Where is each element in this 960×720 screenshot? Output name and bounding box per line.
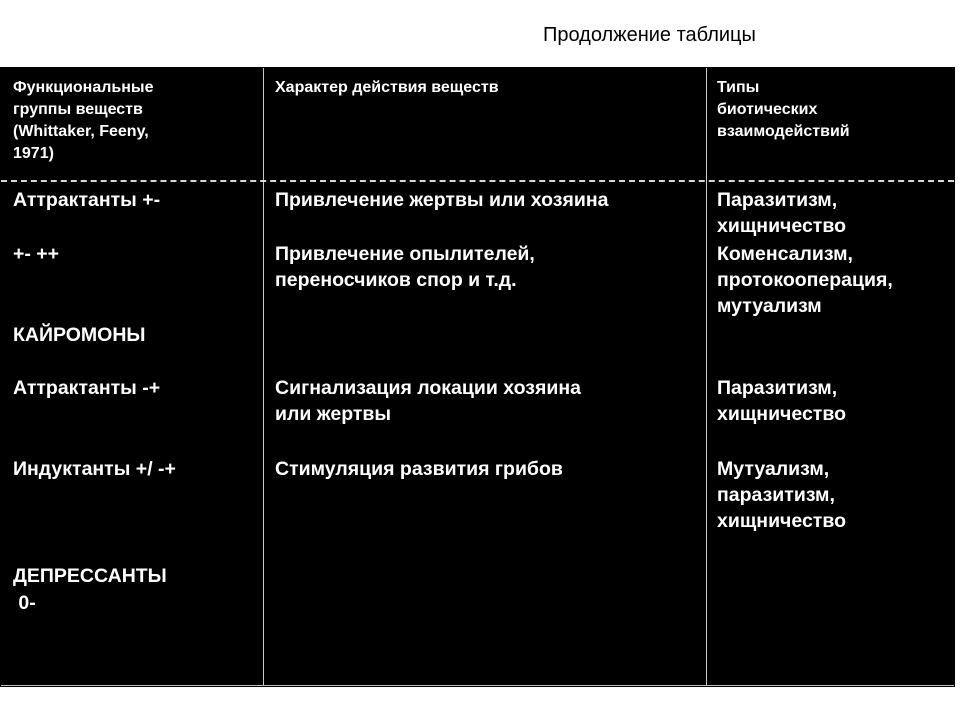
interaction-parasitism-predation: Паразитизм, хищничество [717,189,846,237]
action-fungi-stimulation: Стимуляция развития грибов [275,458,563,480]
table-bottom-border [1,685,954,686]
header-interaction-types: Типы биотических взаимодействий [717,79,850,140]
interaction-commensalism-mutualism: Коменсализм, протокооперация, мутуализм [717,243,893,317]
table-caption: Продолжение таблицы [543,24,756,46]
column-divider [706,68,707,686]
group-attractants-plus-minus: Аттрактанты +- [13,189,161,211]
interaction-parasitism-predation-2: Паразитизм, хищничество [717,377,846,425]
group-inductants: Индуктанты +/ -+ [13,458,176,480]
substances-table: Функциональные группы веществ (Whittaker… [0,67,955,687]
interaction-mutualism-parasitism-predation: Мутуализм, паразитизм, хищничество [717,458,846,532]
group-kairomones: КАЙРОМОНЫ [13,324,146,346]
header-action-character: Характер действия веществ [275,79,499,96]
header-separator [1,180,954,182]
group-attractants-minus-plus: Аттрактанты -+ [13,377,161,399]
action-attract-prey-host: Привлечение жертвы или хозяина [275,189,609,211]
action-host-location-signal: Сигнализация локации хозяина или жертвы [275,377,581,425]
action-attract-pollinators: Привлечение опылителей, переносчиков спо… [275,243,535,291]
header-functional-groups: Функциональные группы веществ (Whittaker… [13,79,154,162]
group-depressants-sign: 0- [13,592,36,614]
group-depressants: ДЕПРЕССАНТЫ [13,565,167,587]
group-plus-minus-plus-plus: +- ++ [13,243,60,265]
column-divider [263,68,264,686]
